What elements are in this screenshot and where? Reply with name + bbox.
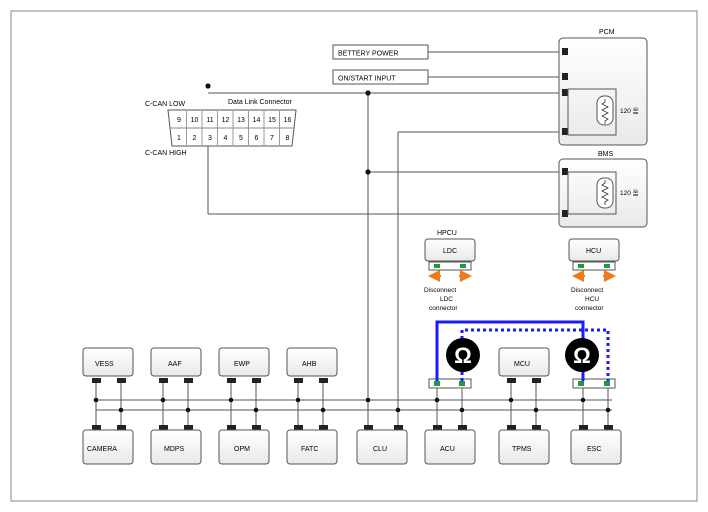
dlc-pin-1: 1 [177, 135, 181, 142]
esc-label: ESC [587, 446, 601, 453]
dlc-pin-12: 12 [222, 117, 230, 124]
dlc-pin-13: 13 [237, 117, 245, 124]
c-can-high-label: C-CAN HIGH [145, 150, 187, 157]
bottom-module-mdps: MDPS [150, 425, 202, 465]
dlc-pin-6: 6 [255, 135, 259, 142]
bottom-module-opm: OPM [218, 425, 270, 465]
bottom-module-clu: CLU [356, 425, 408, 465]
ldc-note-line2: LDC [440, 296, 453, 303]
dlc-pin-10: 10 [191, 117, 199, 124]
fatc-label: FATC [301, 446, 318, 453]
pcm-resistor-label: 120 옴 [620, 107, 639, 115]
dlc-pin-15: 15 [268, 117, 276, 124]
pcm-module: PCM 120 옴 [558, 29, 648, 146]
dlc-pin-8: 8 [286, 135, 290, 142]
ign-start-label: ON/START INPUT [338, 76, 396, 83]
data-link-connector: Data Link Connector C-CAN LOW C-CAN HIGH… [145, 99, 297, 157]
dlc-pin-16: 16 [284, 117, 292, 124]
ewp-label: EWP [234, 361, 250, 368]
ldc-label: LDC [443, 248, 457, 255]
pcm-label: PCM [599, 29, 615, 36]
acu-label: ACU [440, 446, 455, 453]
dlc-pin-11: 11 [206, 117, 213, 124]
opm-label: OPM [234, 446, 250, 453]
ohmmeter-hcu: Ω [565, 338, 599, 372]
ldc-note-line3: connector [429, 305, 458, 312]
dlc-pin-9: 9 [177, 117, 181, 124]
c-can-low-label: C-CAN LOW [145, 101, 185, 108]
hcu-note-line2: HCU [585, 296, 599, 303]
hcu-module: HCU Disconnect HCU connector [568, 238, 620, 312]
tpms-label: TPMS [512, 446, 532, 453]
ldc-harness-connector [428, 378, 472, 389]
ohm-symbol-hcu: Ω [573, 343, 591, 368]
battery-power-box: BETTERY POWER [332, 44, 429, 60]
clu-label: CLU [373, 446, 387, 453]
dlc-bottom-pins: 1 2 3 4 5 6 7 8 [177, 135, 290, 142]
ohm-symbol-ldc: Ω [454, 343, 472, 368]
hcu-note-line3: connector [575, 305, 604, 312]
hcu-harness-connector [572, 378, 616, 389]
bottom-module-camera: CAMERA [82, 425, 134, 465]
bottom-module-acu: ACU [424, 425, 476, 465]
bms-module: BMS 120 옴 [558, 151, 648, 228]
ldc-note-line1: Disconnect [424, 287, 456, 294]
dlc-pin-14: 14 [253, 117, 261, 124]
hcu-note-line1: Disconnect [571, 287, 603, 294]
ldc-module: HPCU LDC Disconnect LDC connector [424, 230, 476, 312]
dlc-pin-3: 3 [208, 135, 212, 142]
hpcu-label: HPCU [437, 230, 457, 237]
dlc-title: Data Link Connector [228, 99, 292, 106]
ign-start-box: ON/START INPUT [332, 69, 429, 85]
top-module-aaf: AAF [150, 347, 202, 383]
hcu-label: HCU [586, 248, 601, 255]
mdps-label: MDPS [164, 446, 185, 453]
diagram-frame [10, 10, 698, 502]
dlc-pin-4: 4 [224, 135, 228, 142]
can-wires [95, 51, 612, 430]
mcu-module: MCU [498, 347, 550, 383]
top-module-vess: VESS [82, 347, 134, 383]
top-module-ahb: AHB [286, 347, 338, 383]
ohmmeter-ldc: Ω [446, 338, 480, 372]
camera-label: CAMERA [87, 446, 117, 453]
aaf-label: AAF [168, 361, 182, 368]
bottom-module-fatc: FATC [286, 425, 338, 465]
dlc-pin-7: 7 [270, 135, 274, 142]
dlc-pin-2: 2 [193, 135, 197, 142]
bms-label: BMS [598, 151, 614, 158]
bottom-module-esc: ESC [570, 425, 622, 465]
top-module-ewp: EWP [218, 347, 270, 383]
dlc-pin-5: 5 [239, 135, 243, 142]
ahb-label: AHB [302, 361, 317, 368]
vess-label: VESS [95, 361, 114, 368]
mcu-label: MCU [514, 361, 530, 368]
bms-resistor-label: 120 옴 [620, 189, 639, 197]
battery-power-label: BETTERY POWER [338, 51, 398, 58]
bottom-module-tpms: TPMS [498, 425, 550, 465]
